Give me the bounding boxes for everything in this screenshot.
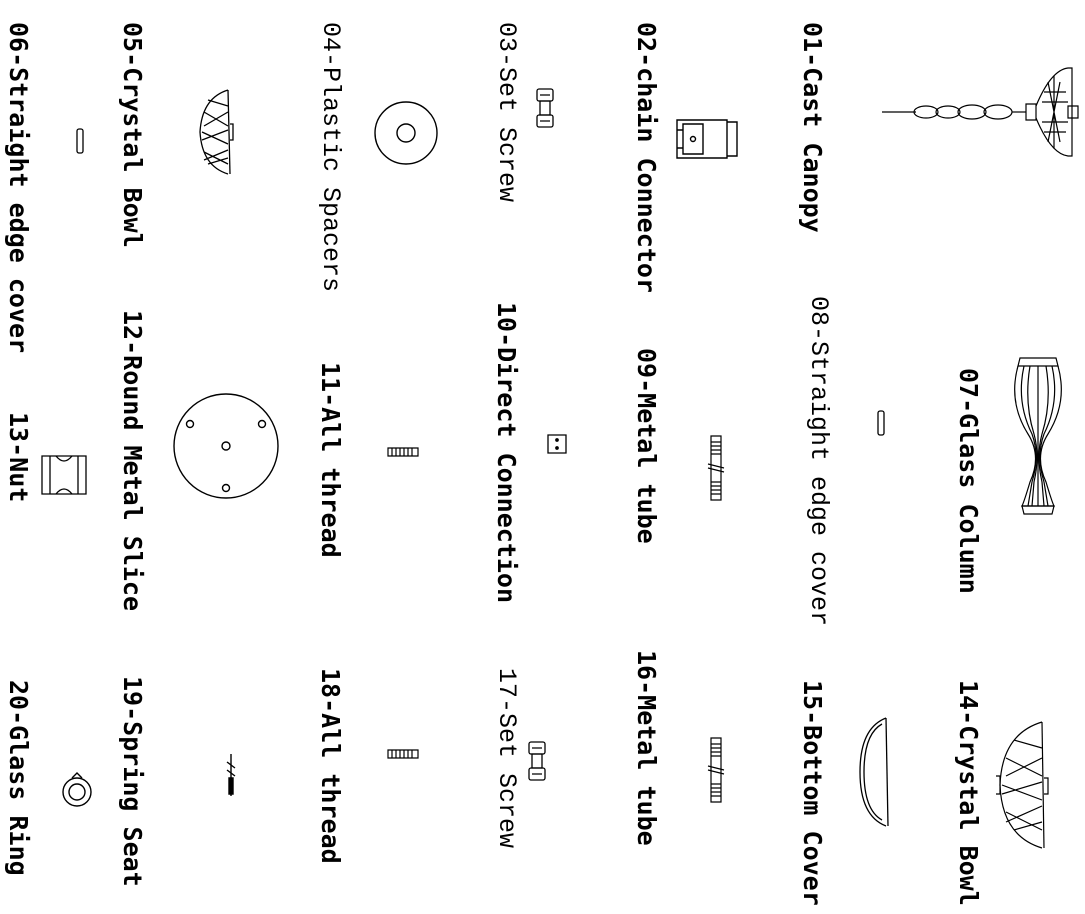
part-label-10: 10-Direct Connection (492, 302, 521, 604)
part-label-05: 05-Crystal Bowl (118, 22, 147, 248)
bottom-cover-icon (856, 714, 890, 830)
part-label-15: 15-Bottom Cover (798, 680, 827, 906)
direct-connection-icon (546, 433, 568, 455)
part-label-03: 03-Set Screw (492, 22, 521, 203)
set-screw-icon (526, 740, 550, 784)
plastic-spacer-icon (373, 100, 439, 166)
part-label-20: 20-Glass Ring (4, 680, 33, 876)
part-label-14: 14-Crystal Bowl (954, 680, 983, 906)
metal-tube-icon (706, 736, 726, 804)
part-label-07: 07-Glass Column (954, 368, 983, 594)
part-label-11: 11-All thread (316, 362, 345, 558)
cast-canopy-icon (876, 62, 1080, 162)
crystal-bowl-icon (994, 718, 1050, 852)
spring-seat-icon (224, 752, 238, 798)
chain-connector-icon (675, 116, 739, 162)
part-label-02: 02-chain Connector (632, 22, 661, 293)
all-thread-icon (386, 444, 420, 460)
part-label-19: 19-Spring Seat (118, 676, 147, 887)
part-label-18: 18-All thread (316, 668, 345, 864)
crystal-bowl-icon (196, 84, 234, 180)
glass-column-icon (1012, 352, 1064, 518)
set-screw-icon (534, 87, 558, 131)
part-label-04: 04-Plastic Spacers (316, 22, 345, 293)
straight-edge-cover-icon (877, 410, 885, 436)
straight-edge-cover-icon (76, 128, 84, 154)
metal-tube-icon (706, 434, 726, 502)
round-metal-slice-icon (172, 392, 280, 500)
part-label-13: 13-Nut (4, 412, 33, 503)
part-label-17: 17-Set Screw (492, 668, 521, 849)
glass-ring-icon (60, 770, 94, 810)
part-label-08: 08-Straight edge cover (804, 296, 833, 627)
part-label-01: 01-Cast Canopy (798, 22, 827, 233)
nut-icon (40, 454, 88, 496)
part-label-06: 06-Straight edge cover (4, 22, 33, 354)
part-label-12: 12-Round Metal Slice (118, 310, 147, 612)
all-thread-icon (386, 746, 420, 762)
part-label-16: 16-Metal tube (632, 650, 661, 846)
part-label-09: 09-Metal tube (632, 348, 661, 544)
